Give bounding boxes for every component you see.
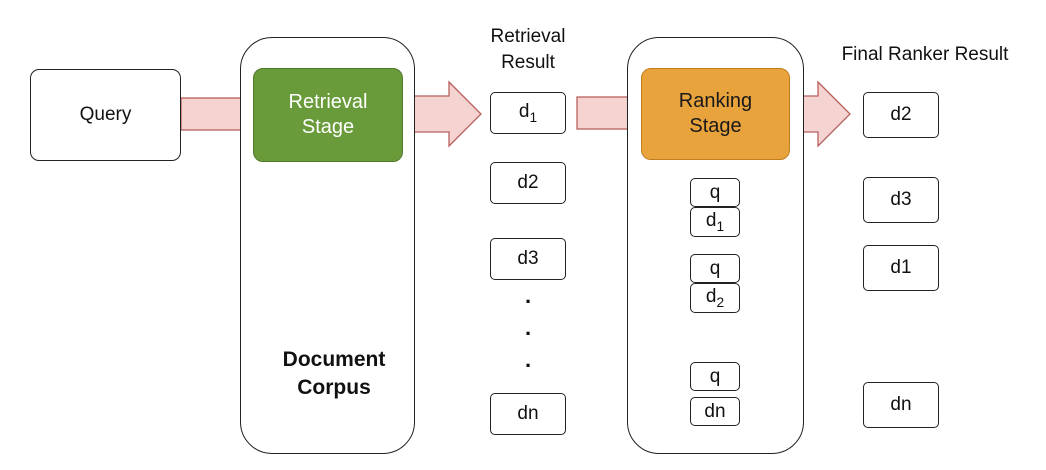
- query-label: Query: [79, 104, 132, 125]
- ellipsis-dot-1: .: [524, 283, 532, 308]
- retrieval-stage-line2: Stage: [301, 116, 355, 138]
- retrieval-result-title: Retrieval Result: [478, 24, 578, 75]
- retrieval-stage: Retrieval Stage: [253, 68, 403, 162]
- pair-1-q-label: q: [709, 181, 721, 203]
- final-doc-1: d2: [863, 92, 939, 138]
- document-corpus-line1: Document: [282, 348, 386, 371]
- document-corpus-label: Document Corpus: [259, 346, 409, 403]
- ranking-stage: Ranking Stage: [641, 68, 790, 160]
- ranking-stage-line1: Ranking: [678, 90, 753, 112]
- pair-2-q-label: q: [709, 257, 721, 279]
- arrow-retrieval-to-result: [403, 80, 482, 148]
- retrieval-doc-2-label: d2: [517, 172, 539, 193]
- retrieval-doc-1: d1: [490, 92, 566, 134]
- retrieval-doc-2: d2: [490, 162, 566, 204]
- retrieval-result-title-line1: Retrieval: [490, 26, 566, 47]
- retrieval-doc-1-label: d1: [518, 101, 538, 125]
- final-doc-n: dn: [863, 382, 939, 428]
- pair-n-d: dn: [690, 397, 740, 426]
- pair-1-q: q: [690, 178, 740, 207]
- final-doc-2-label: d3: [890, 189, 912, 210]
- final-doc-3-label: d1: [890, 257, 912, 278]
- final-doc-1-label: d2: [890, 104, 912, 125]
- retrieval-doc-3-label: d3: [517, 248, 539, 269]
- pair-n-q: q: [690, 362, 740, 391]
- retrieval-doc-n-label: dn: [517, 403, 539, 424]
- document-corpus-line2: Corpus: [297, 376, 371, 400]
- final-ranker-result-title: Final Ranker Result: [841, 44, 1009, 65]
- pair-2-q: q: [690, 254, 740, 283]
- pair-1-d: d1: [690, 207, 740, 237]
- retrieval-result-title-line2: Result: [501, 51, 555, 73]
- pair-n-d-label: dn: [704, 400, 726, 422]
- query-box: Query: [30, 69, 181, 161]
- pair-2-d-label: d2: [705, 286, 725, 310]
- ellipsis-dot-2: .: [524, 315, 532, 340]
- final-doc-n-label: dn: [890, 394, 912, 415]
- retrieval-doc-n: dn: [490, 393, 566, 435]
- arrow-query-to-retrieval: [180, 97, 243, 131]
- ellipsis-dot-3: .: [524, 347, 532, 372]
- final-doc-3: d1: [863, 245, 939, 291]
- retrieval-doc-3: d3: [490, 238, 566, 280]
- pair-n-q-label: q: [709, 365, 721, 387]
- retrieval-stage-line1: Retrieval: [288, 91, 368, 113]
- pair-2-d: d2: [690, 283, 740, 313]
- ranking-stage-line2: Stage: [689, 115, 742, 137]
- pair-1-d-label: d1: [705, 210, 725, 234]
- final-doc-2: d3: [863, 177, 939, 223]
